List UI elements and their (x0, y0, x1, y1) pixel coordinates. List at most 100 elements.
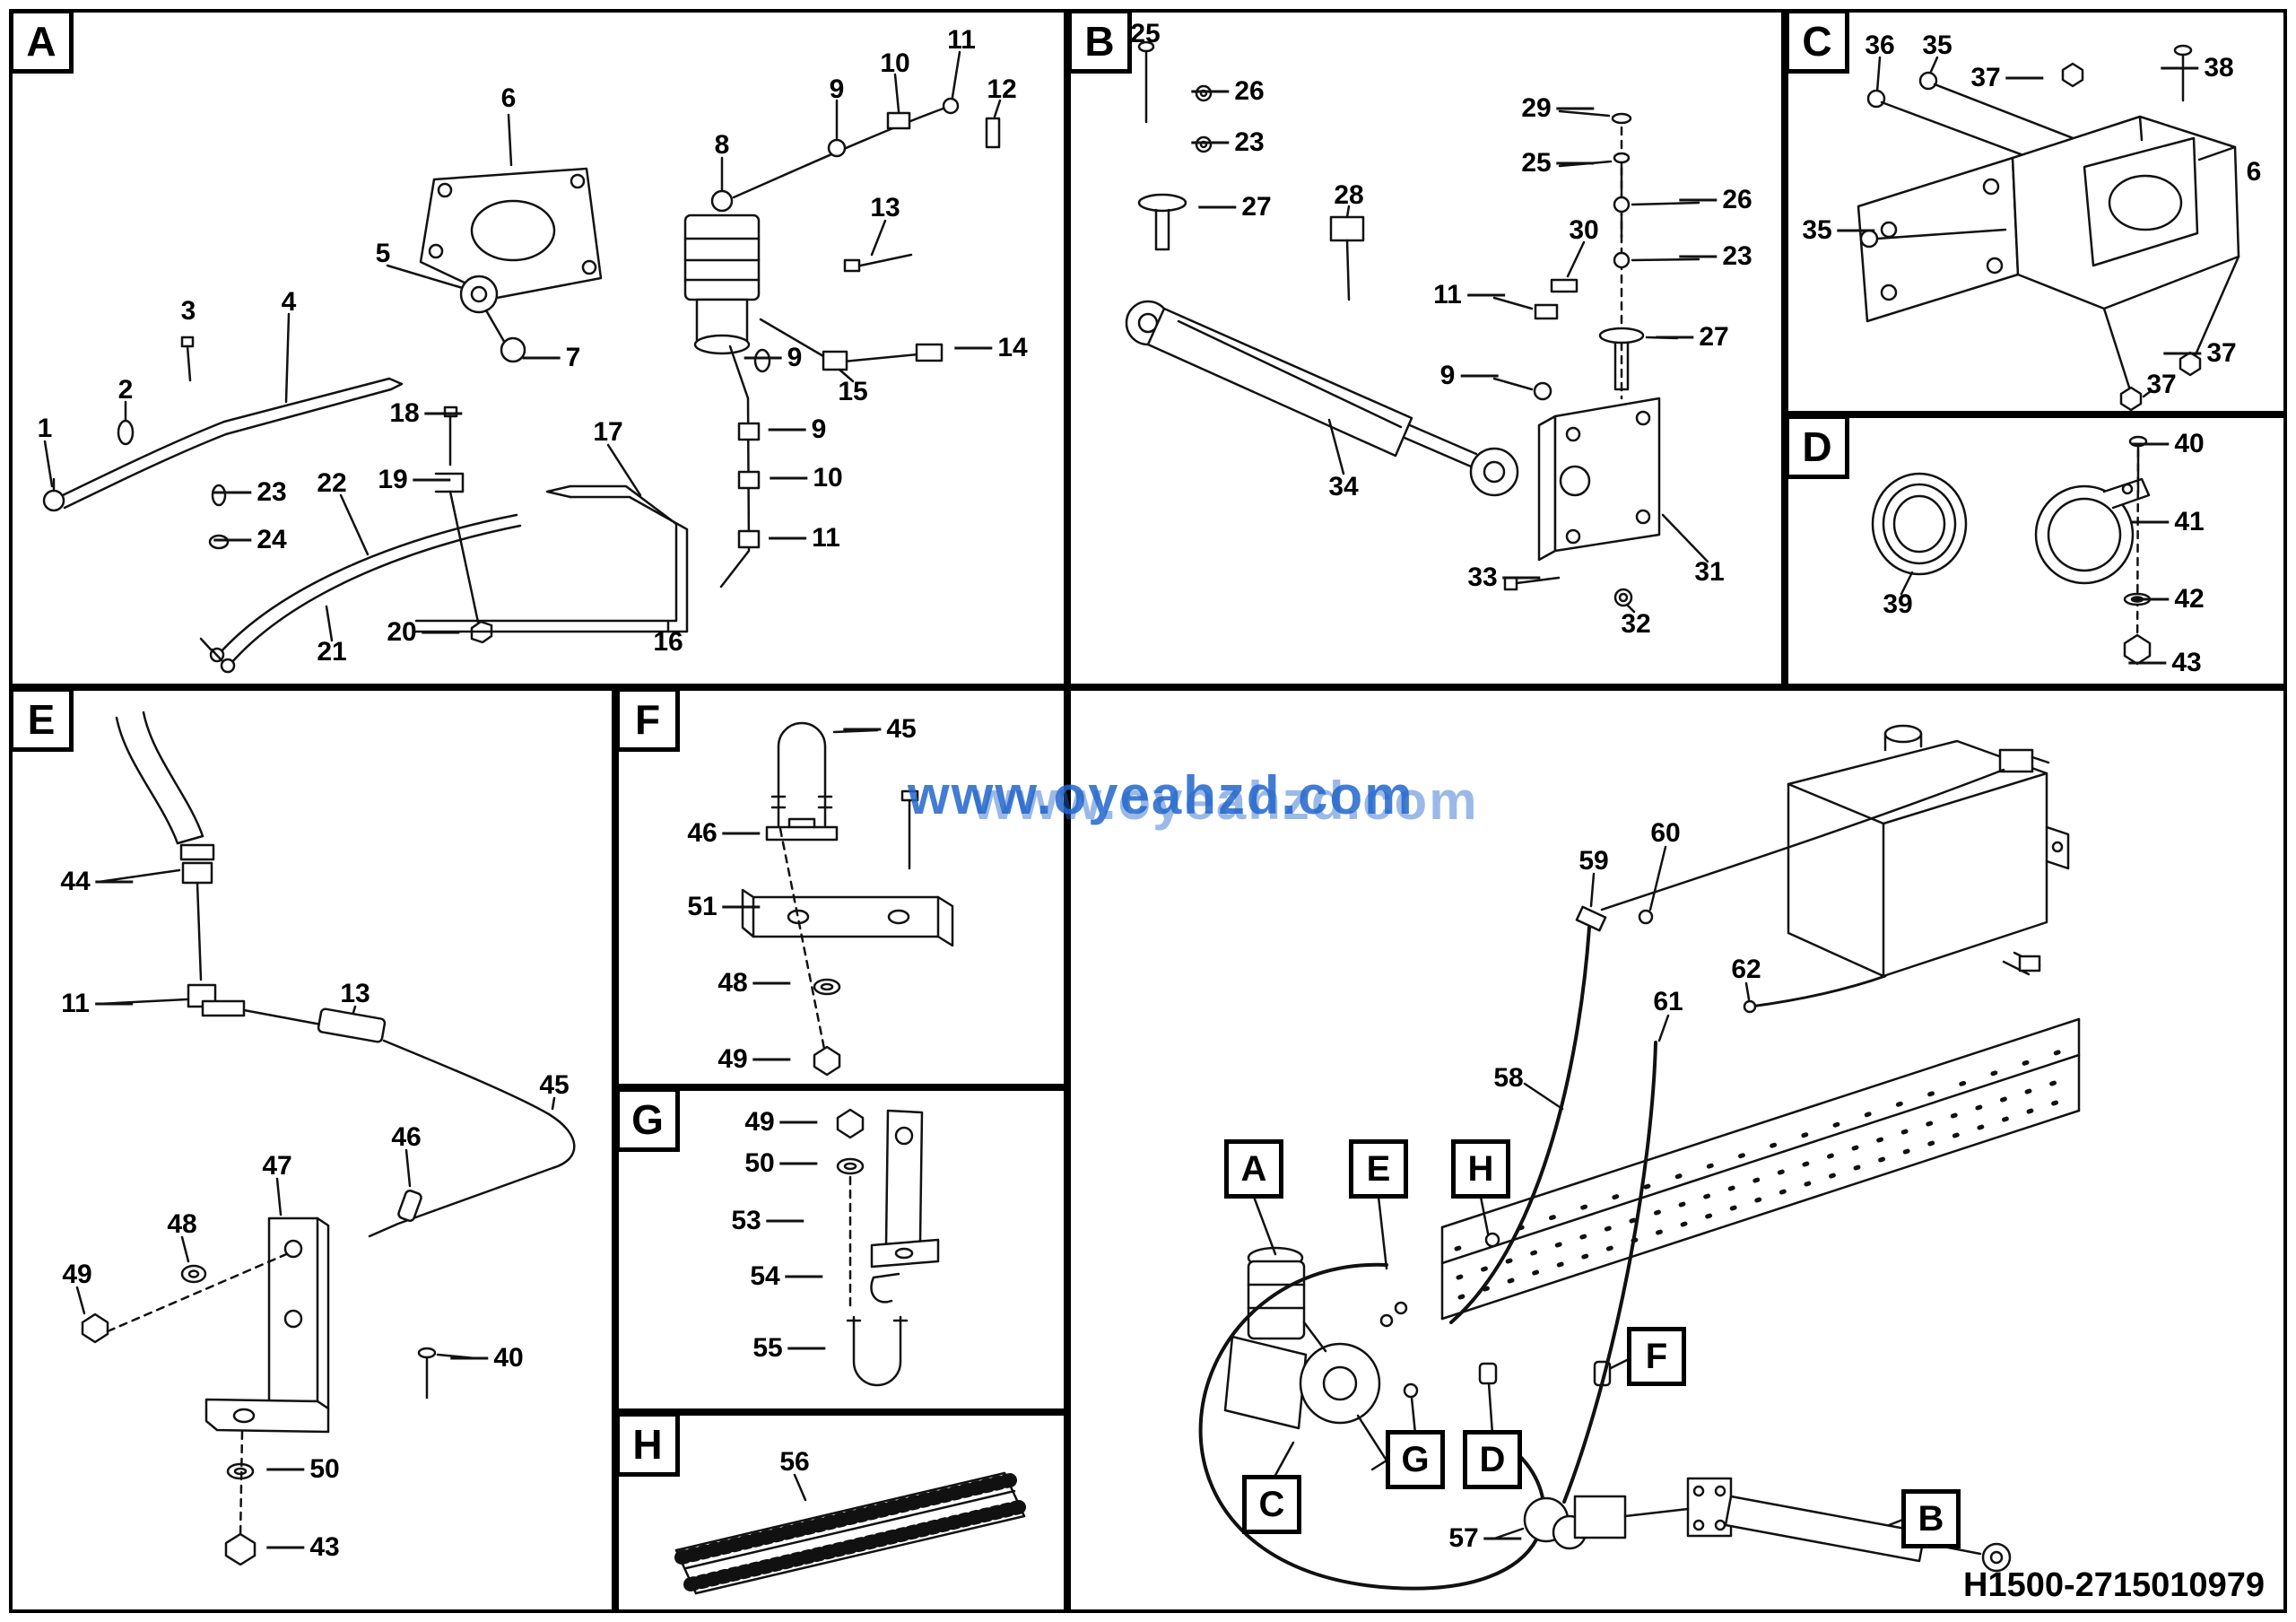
panel-a: A (9, 9, 1067, 687)
callout-35: 35 (1922, 31, 1952, 60)
callout-46: 46 (687, 818, 718, 848)
callout-15: 15 (838, 377, 868, 406)
callout-29: 29 (1521, 93, 1552, 123)
callout-9: 9 (787, 343, 803, 372)
panel-b-drawing (1125, 40, 1709, 614)
section-ref-H: H (1451, 1139, 1510, 1199)
callout-12: 12 (987, 74, 1017, 104)
callout-48: 48 (167, 1209, 197, 1239)
callout-24: 24 (257, 525, 287, 554)
callout-6: 6 (500, 83, 517, 113)
callout-49: 49 (718, 1044, 748, 1074)
callout-27: 27 (1241, 192, 1272, 222)
panel-badge: E (9, 687, 74, 752)
callout-22: 22 (317, 468, 347, 498)
callout-50: 50 (744, 1148, 775, 1178)
callout-40: 40 (2174, 429, 2205, 458)
callout-11: 11 (812, 523, 840, 553)
panel-c-drawing (1857, 44, 2240, 411)
callout-10: 10 (813, 463, 843, 493)
callout-45: 45 (539, 1070, 570, 1100)
callout-59: 59 (1578, 846, 1609, 876)
callout-37: 37 (2206, 338, 2237, 368)
callout-11: 11 (61, 989, 90, 1018)
callout-8: 8 (714, 130, 730, 160)
callout-4: 4 (281, 287, 297, 317)
callout-61: 61 (1653, 987, 1683, 1016)
callout-3: 3 (180, 296, 196, 326)
callout-39: 39 (1883, 589, 1913, 619)
panel-badge: F (615, 687, 680, 752)
callout-37: 37 (1970, 63, 2001, 92)
callout-13: 13 (340, 979, 370, 1008)
callout-43: 43 (309, 1532, 340, 1562)
section-ref-D: D (1463, 1430, 1522, 1489)
callout-5: 5 (375, 239, 391, 268)
callout-58: 58 (1493, 1063, 1524, 1093)
callout-51: 51 (687, 892, 718, 921)
callout-28: 28 (1334, 180, 1364, 210)
panel-f-drawing (741, 721, 954, 1077)
panel-badge: D (1785, 414, 1849, 479)
callout-62: 62 (1731, 955, 1761, 984)
panel-b: B (1067, 9, 1785, 687)
panel-badge: A (9, 9, 74, 74)
panel-h: H 56 (615, 1412, 1067, 1613)
callout-48: 48 (718, 968, 748, 998)
callout-23: 23 (257, 477, 287, 507)
panel-f: F 45 46 51 48 49 (615, 687, 1067, 1087)
callout-7: 7 (565, 343, 581, 372)
callout-23: 23 (1234, 127, 1265, 157)
section-ref-B: B (1901, 1489, 1961, 1548)
panel-badge: B (1067, 9, 1132, 74)
panel-d-drawing (1871, 435, 2152, 666)
part-number: H1500-2715010979 (1963, 1566, 2265, 1604)
callout-53: 53 (731, 1206, 761, 1235)
callout-9: 9 (1439, 361, 1456, 390)
callout-13: 13 (870, 193, 900, 222)
callout-11: 11 (947, 25, 976, 55)
panel-a-drawing (42, 50, 1002, 674)
callout-42: 42 (2174, 584, 2205, 614)
callout-30: 30 (1569, 215, 1599, 245)
callout-46: 46 (391, 1122, 422, 1152)
callout-27: 27 (1699, 322, 1729, 352)
callout-35: 35 (1802, 215, 1832, 245)
callout-40: 40 (493, 1343, 524, 1373)
callout-25: 25 (1521, 148, 1552, 178)
callout-37: 37 (2146, 370, 2177, 399)
callout-44: 44 (60, 867, 91, 896)
section-ref-F: F (1627, 1327, 1686, 1386)
panel-badge: H (615, 1412, 680, 1477)
callout-55: 55 (752, 1333, 783, 1363)
panel-h-drawing (674, 1471, 1026, 1595)
panel-g-drawing (836, 1108, 940, 1387)
callout-9: 9 (811, 414, 827, 444)
callout-9: 9 (829, 74, 845, 104)
section-ref-C: C (1242, 1475, 1301, 1534)
callout-47: 47 (262, 1151, 292, 1181)
callout-1: 1 (37, 414, 53, 443)
callout-26: 26 (1234, 76, 1265, 106)
callout-25: 25 (1130, 19, 1161, 48)
callout-31: 31 (1694, 557, 1725, 587)
callout-6: 6 (2246, 157, 2262, 187)
section-ref-G: G (1386, 1430, 1445, 1489)
callout-57: 57 (1448, 1523, 1479, 1553)
callout-49: 49 (62, 1260, 92, 1289)
callout-14: 14 (997, 333, 1028, 362)
callout-56: 56 (779, 1447, 810, 1477)
callout-43: 43 (2171, 648, 2202, 677)
callout-33: 33 (1467, 562, 1498, 592)
callout-49: 49 (744, 1107, 775, 1137)
callout-10: 10 (880, 48, 910, 78)
panel-e-drawing (75, 711, 576, 1566)
main-assembly-drawing (1198, 724, 2081, 1591)
callout-45: 45 (886, 714, 917, 744)
callout-32: 32 (1621, 609, 1651, 639)
callout-36: 36 (1865, 31, 1895, 60)
